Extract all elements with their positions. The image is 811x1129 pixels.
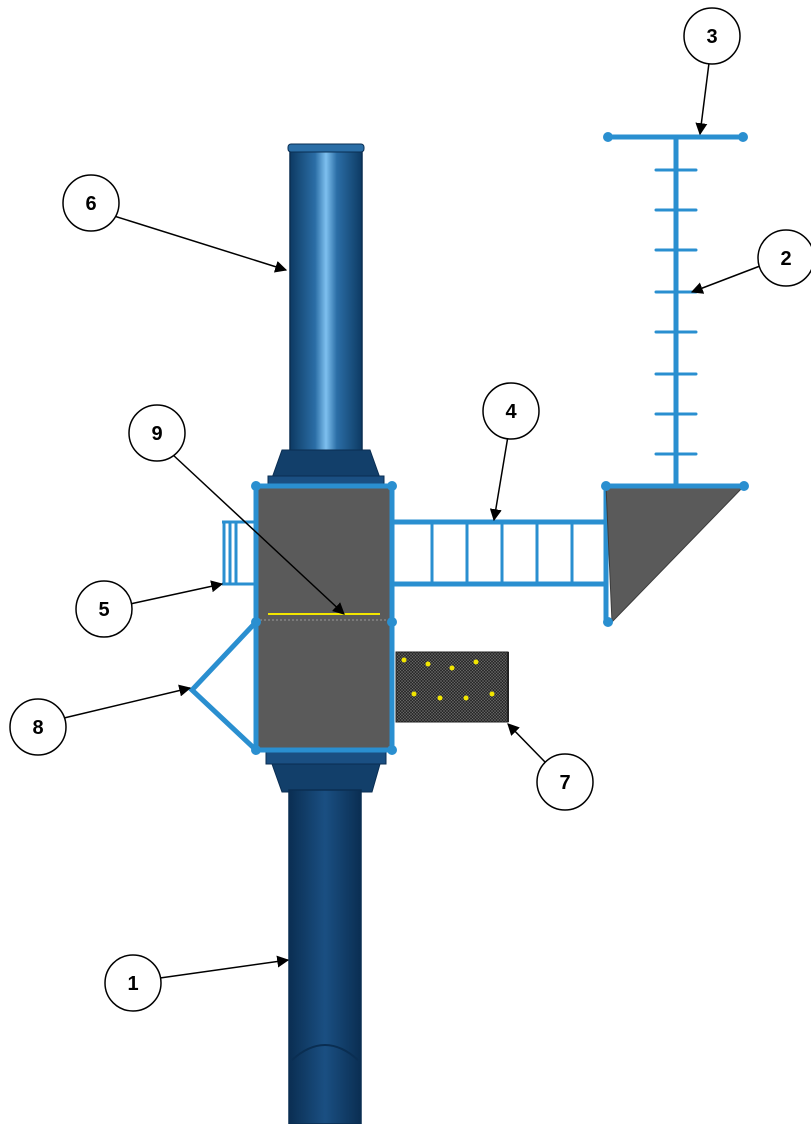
leader-1 (159, 955, 290, 979)
climbing-holds (401, 657, 495, 701)
callout-1: 1 (104, 954, 162, 1012)
upper-tube-rim (287, 143, 365, 153)
callout-2: 2 (757, 229, 811, 287)
tube-slide-upper (267, 143, 385, 491)
leader-5 (129, 580, 224, 605)
callout-6-label: 6 (85, 193, 96, 215)
callout-5: 5 (75, 580, 133, 638)
callout-8: 8 (9, 698, 67, 756)
callout-5-label: 5 (98, 599, 109, 621)
callout-1-label: 1 (127, 973, 138, 995)
callout-8-label: 8 (32, 717, 43, 739)
callout-7: 7 (536, 753, 594, 811)
leader-7 (507, 723, 546, 763)
ladder (222, 520, 258, 586)
main-deck (251, 481, 397, 755)
callout-9-label: 9 (151, 423, 162, 445)
angled-rail (188, 619, 259, 753)
leader-3 (695, 62, 710, 136)
lower-tube-body (288, 789, 362, 1125)
callout-3-label: 3 (706, 26, 717, 48)
triangle-deck (601, 481, 749, 627)
climbing-wall (395, 651, 509, 723)
upper-tube-collar (271, 449, 381, 479)
beam-end-cap-right (738, 132, 748, 142)
lower-tube-collar (271, 763, 381, 793)
leader-6 (113, 215, 288, 273)
callout-4-label: 4 (505, 401, 517, 423)
leader-8 (63, 684, 192, 719)
leader-9 (171, 453, 345, 615)
callout-6: 6 (62, 174, 120, 232)
callout-2-label: 2 (780, 248, 791, 270)
callouts: 1 2 3 4 5 6 7 8 (9, 7, 811, 1012)
monkey-bars (391, 483, 609, 625)
tube-slide-lower (265, 749, 387, 1125)
upper-tube-body (289, 145, 363, 457)
callout-7-label: 7 (559, 772, 570, 794)
swing-beam (605, 134, 745, 491)
lower-tube-opening (291, 1044, 359, 1061)
callout-3: 3 (683, 7, 741, 65)
callout-9: 9 (128, 404, 186, 462)
beam-end-cap-left (603, 132, 613, 142)
leader-4 (489, 435, 509, 522)
leader-2 (690, 265, 761, 294)
callout-4: 4 (482, 382, 540, 440)
leader-lines (63, 62, 761, 979)
